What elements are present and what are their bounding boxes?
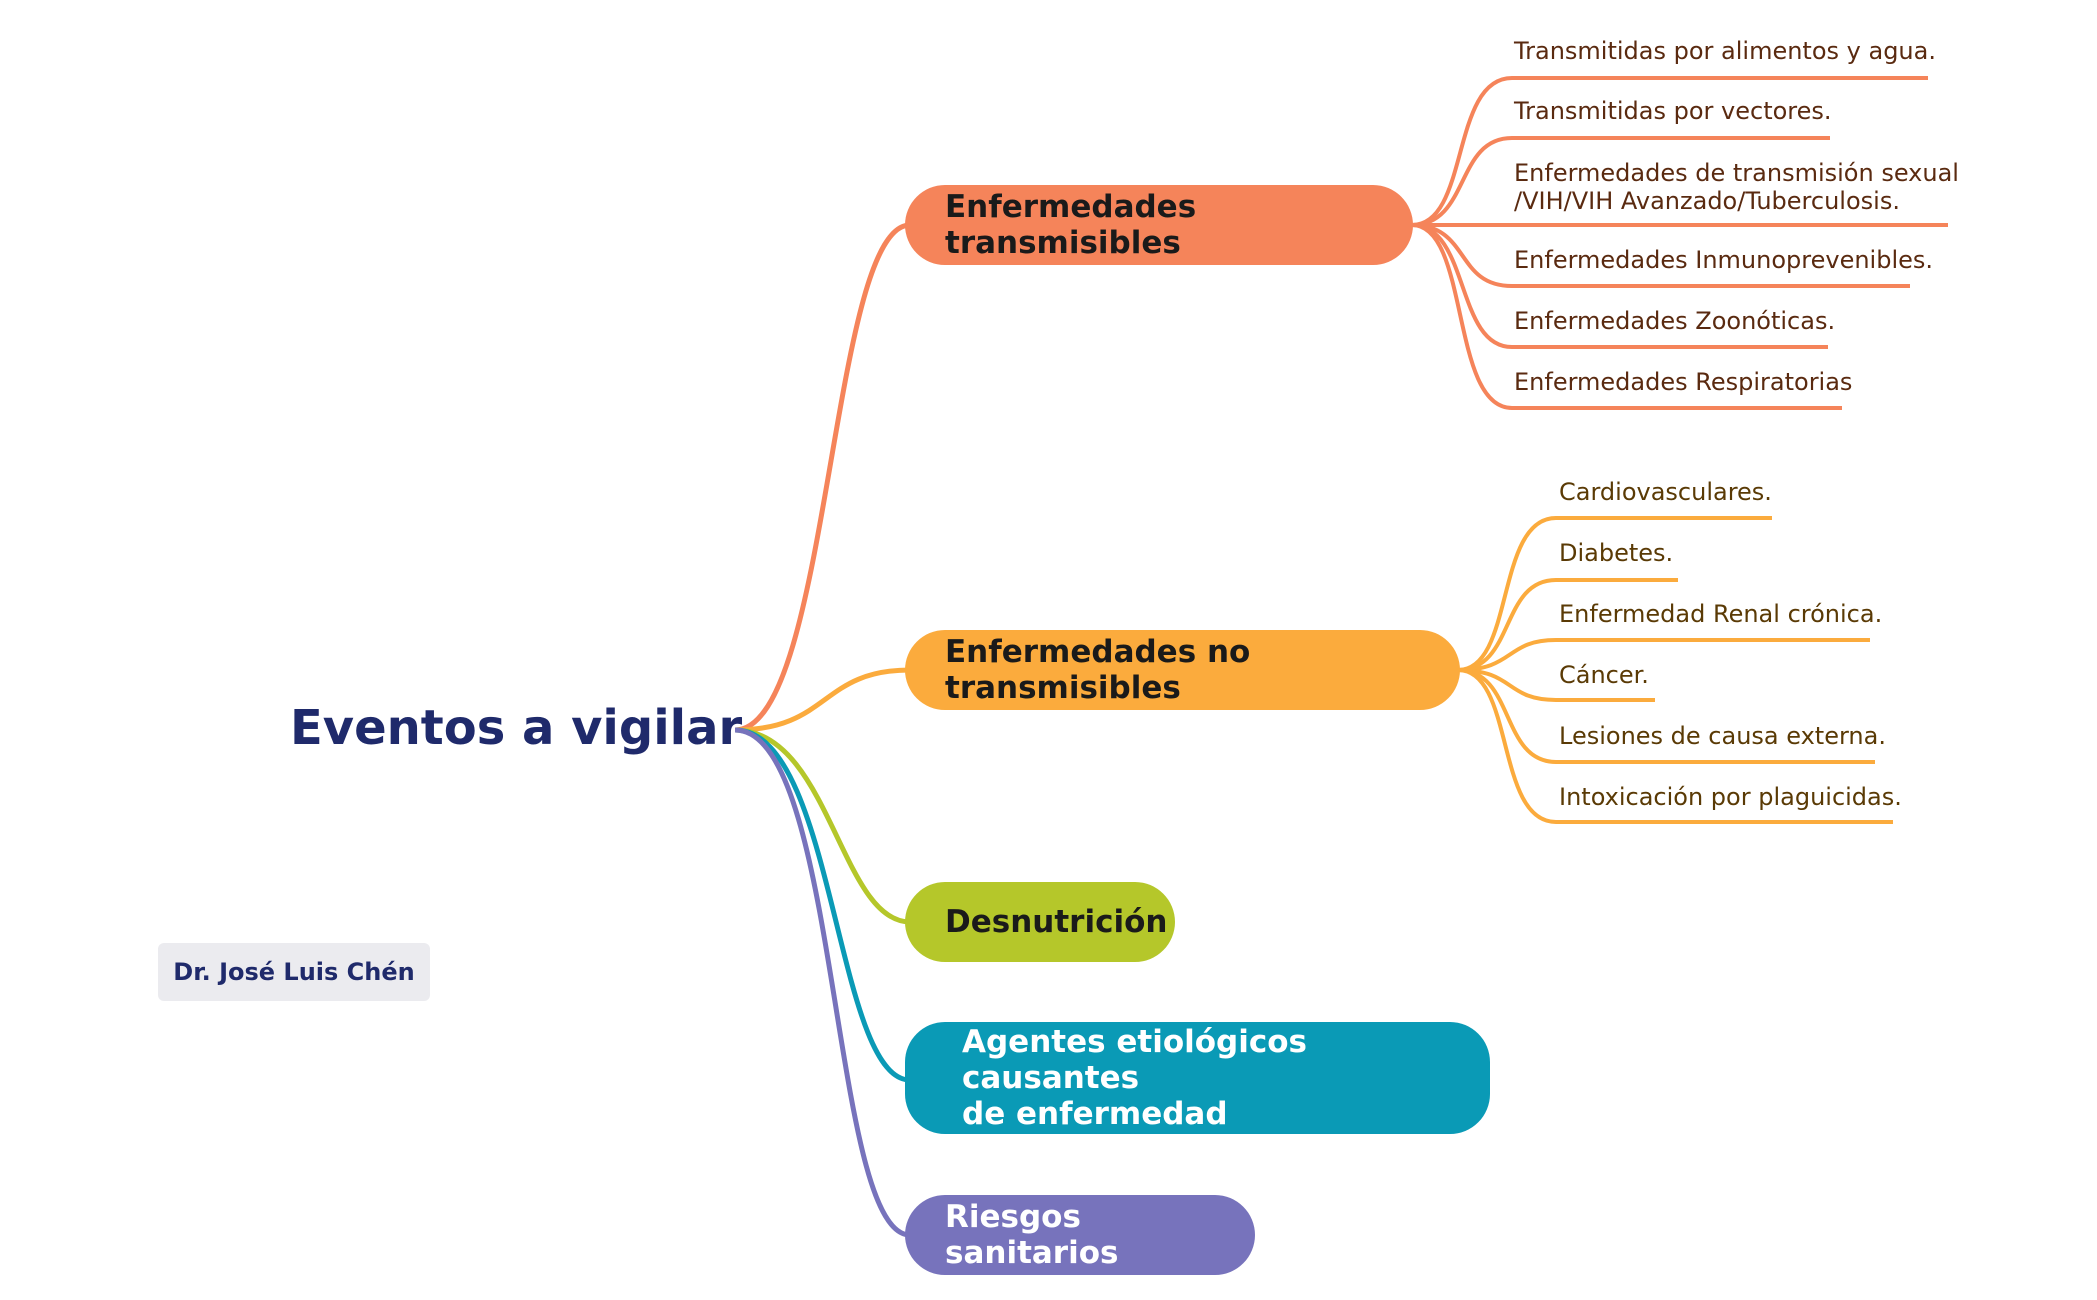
leaf-connectors-transmisibles — [1411, 76, 1948, 410]
node-transmisibles-label: Enfermedades transmisibles — [945, 189, 1197, 261]
node-riesgos[interactable]: Riesgos sanitarios — [905, 1195, 1255, 1275]
node-desnutricion-label: Desnutrición — [945, 904, 1168, 940]
leaf-transmisibles-5[interactable]: Enfermedades Zoonóticas. — [1514, 307, 1836, 335]
leaf-connectors-no-transmisibles — [1457, 516, 1893, 824]
leaf-no-transmisibles-2[interactable]: Diabetes. — [1559, 539, 1674, 567]
leaf-transmisibles-6[interactable]: Enfermedades Respiratorias — [1514, 368, 1853, 396]
node-desnutricion[interactable]: Desnutrición — [905, 882, 1175, 962]
node-agentes[interactable]: Agentes etiológicos causantes de enferme… — [905, 1022, 1490, 1134]
leaf-no-transmisibles-1[interactable]: Cardiovasculares. — [1559, 478, 1772, 506]
node-agentes-label-line1: Agentes etiológicos causantes — [962, 1024, 1307, 1096]
node-riesgos-label: Riesgos sanitarios — [945, 1199, 1119, 1271]
node-agentes-label-line2: de enfermedad — [962, 1096, 1228, 1132]
connector-transmisibles — [734, 222, 911, 733]
leaf-transmisibles-4[interactable]: Enfermedades Inmunoprevenibles. — [1514, 246, 1934, 274]
leaf-transmisibles-1[interactable]: Transmitidas por alimentos y agua. — [1514, 37, 1936, 65]
node-no-transmisibles-label: Enfermedades no transmisibles — [945, 634, 1251, 706]
leaf-transmisibles-2[interactable]: Transmitidas por vectores. — [1514, 97, 1832, 125]
leaf-no-transmisibles-3[interactable]: Enfermedad Renal crónica. — [1559, 600, 1883, 628]
leaf-transmisibles-3a[interactable]: Enfermedades de transmisión sexual — [1514, 159, 1959, 187]
connector-no-transmisibles — [734, 667, 911, 733]
connector-desnutricion — [734, 727, 911, 925]
connector-agentes — [734, 727, 911, 1083]
node-no-transmisibles[interactable]: Enfermedades no transmisibles — [905, 630, 1460, 710]
leaf-transmisibles-3b[interactable]: /VIH/VIH Avanzado/Tuberculosis. — [1514, 187, 1900, 215]
leaf-no-transmisibles-6[interactable]: Intoxicación por plaguicidas. — [1559, 783, 1902, 811]
root-title: Eventos a vigilar — [290, 700, 743, 756]
author-name: Dr. José Luis Chén — [173, 958, 415, 986]
leaf-no-transmisibles-5[interactable]: Lesiones de causa externa. — [1559, 722, 1886, 750]
author-label: Dr. José Luis Chén — [158, 943, 430, 1001]
leaf-no-transmisibles-4[interactable]: Cáncer. — [1559, 661, 1649, 689]
connector-riesgos — [734, 727, 911, 1238]
node-transmisibles[interactable]: Enfermedades transmisibles — [905, 185, 1413, 265]
